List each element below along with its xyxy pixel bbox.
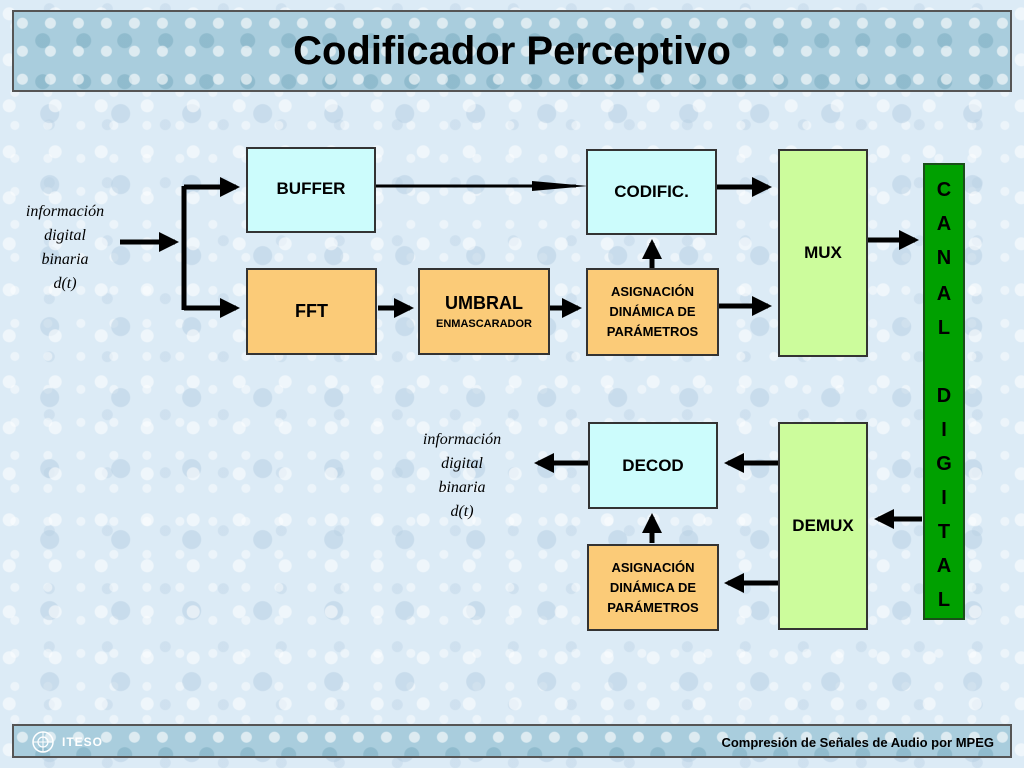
input-label-line: binaria (41, 251, 89, 268)
iteso-logo: ITESO (30, 730, 103, 754)
input-label-line: información (25, 203, 105, 220)
output-label-line: d(t) (450, 503, 474, 520)
canal-letter: I (941, 419, 947, 441)
buffer-label: BUFFER (276, 179, 346, 198)
input-label-line: digital (44, 227, 86, 244)
decod-label: DECOD (622, 455, 684, 475)
title-band: Codificador Perceptivo (12, 10, 1012, 92)
input-label-line: d(t) (53, 275, 77, 292)
demux-block: DEMUX (778, 422, 868, 630)
asignacion-top-line-2: DINÁMICA DE (609, 304, 696, 319)
fft-block: FFT (246, 268, 377, 355)
mux-block: MUX (778, 149, 868, 357)
footer-caption: Compresión de Señales de Audio por MPEG (721, 735, 994, 750)
canal-letter: A (936, 555, 952, 577)
asignacion-bottom-line-3: PARÁMETROS (607, 599, 699, 615)
decod-block: DECOD (588, 422, 718, 509)
input-label: información digital binaria d(t) (20, 200, 110, 296)
canal-letter: A (936, 213, 952, 235)
footer-band: ITESO Compresión de Señales de Audio por… (12, 724, 1012, 758)
output-label-line: digital (441, 455, 483, 472)
canal-letter: N (936, 247, 952, 269)
canal-letter: A (936, 283, 952, 305)
umbral-block: UMBRAL ENMASCARADOR (418, 268, 550, 355)
output-label: información digital binaria d(t) (404, 428, 520, 524)
codific-block: CODIFIC. (586, 149, 717, 235)
slide-title: Codificador Perceptivo (293, 28, 731, 73)
codific-label: CODIFIC. (614, 182, 689, 201)
canal-letter: I (941, 487, 947, 509)
asignacion-bottom-block: ASIGNACIÓN DINÁMICA DE PARÁMETROS (587, 544, 719, 631)
output-label-line: información (422, 431, 502, 448)
demux-label: DEMUX (792, 516, 854, 535)
output-label-line: binaria (438, 479, 486, 496)
canal-letter: C (936, 179, 952, 201)
canal-digital-bar: C A N A L D I G I T A L (923, 163, 965, 620)
fft-label: FFT (295, 301, 328, 321)
canal-letter: T (937, 521, 951, 543)
asignacion-top-block: ASIGNACIÓN DINÁMICA DE PARÁMETROS (586, 268, 719, 356)
canal-letter: G (936, 453, 952, 475)
buffer-block: BUFFER (246, 147, 376, 233)
enmascarador-label: ENMASCARADOR (436, 318, 532, 330)
canal-letter: L (937, 317, 951, 339)
iteso-emblem-icon (32, 731, 54, 753)
canal-letter: L (937, 589, 951, 611)
canal-letter: D (936, 385, 952, 407)
iteso-logo-text: ITESO (62, 735, 104, 749)
asignacion-bottom-line-2: DINÁMICA DE (609, 579, 697, 595)
asignacion-bottom-line-1: ASIGNACIÓN (611, 559, 695, 575)
asignacion-top-line-1: ASIGNACIÓN (610, 284, 695, 299)
asignacion-top-line-3: PARÁMETROS (606, 324, 699, 339)
arrow-buffer-to-codific-head (532, 181, 588, 191)
mux-label: MUX (804, 243, 842, 262)
umbral-label: UMBRAL (445, 293, 523, 313)
